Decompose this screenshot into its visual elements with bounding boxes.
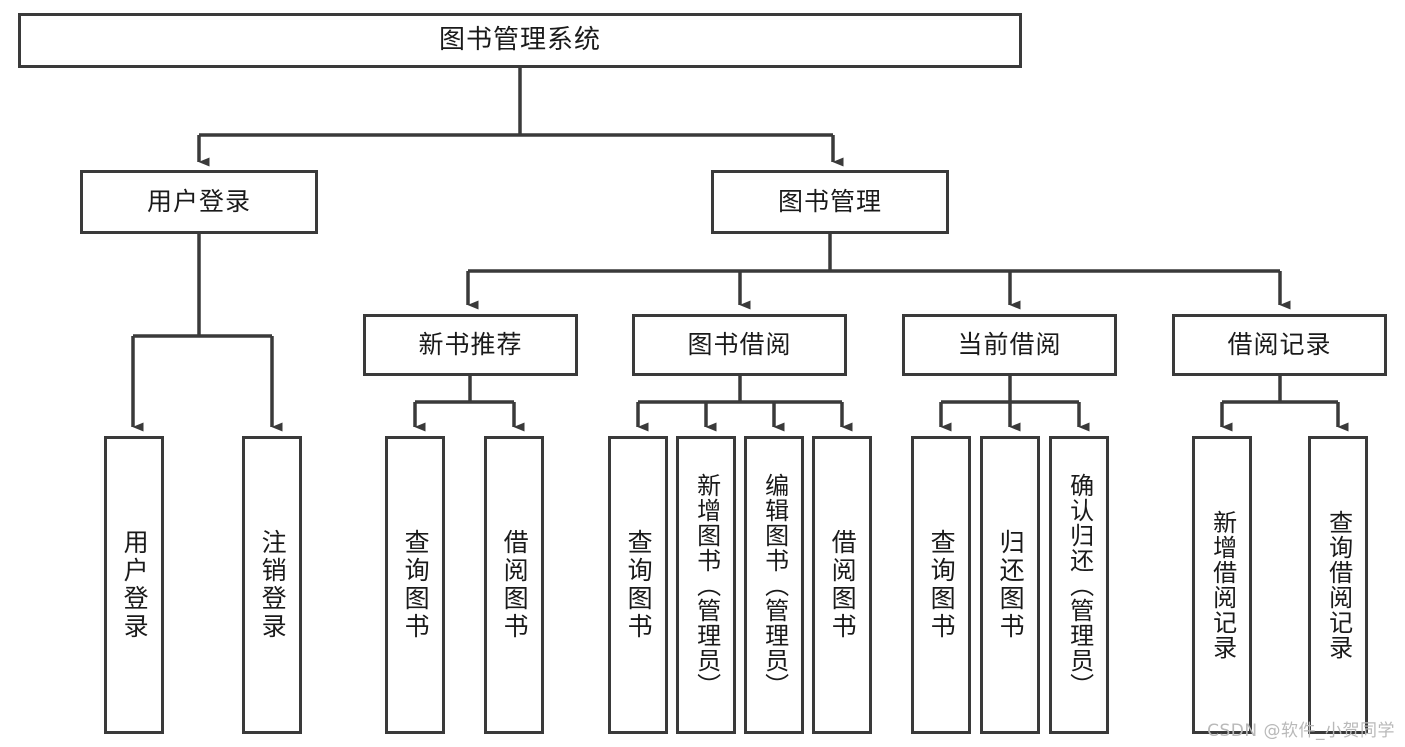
- csdn-watermark: CSDN @软件_小贺同学: [1207, 721, 1395, 741]
- node-label: 新书推荐: [418, 330, 523, 360]
- node-current-borrow[interactable]: 当前借阅: [902, 314, 1117, 376]
- node-label: 确认归还（管理员）: [1065, 472, 1094, 698]
- node-leaf-edit-book-admin[interactable]: 编辑图书（管理员）: [744, 436, 804, 734]
- node-label: 借阅图书: [828, 529, 858, 641]
- node-label: 借阅图书: [500, 529, 530, 641]
- node-label: 注销登录: [258, 529, 288, 641]
- node-label: 新增图书（管理员）: [692, 472, 721, 698]
- node-leaf-query-borrow-record[interactable]: 查询借阅记录: [1308, 436, 1368, 734]
- node-book-borrow[interactable]: 图书借阅: [632, 314, 847, 376]
- node-leaf-add-book-admin[interactable]: 新增图书（管理员）: [676, 436, 736, 734]
- node-new-book-recommend[interactable]: 新书推荐: [363, 314, 578, 376]
- node-leaf-logout[interactable]: 注销登录: [242, 436, 302, 734]
- node-leaf-return-book[interactable]: 归还图书: [980, 436, 1040, 734]
- node-label: 新增借阅记录: [1208, 510, 1237, 660]
- node-label: 图书借阅: [687, 330, 792, 360]
- node-root-system[interactable]: 图书管理系统: [18, 13, 1022, 68]
- node-label: 查询借阅记录: [1324, 510, 1353, 660]
- node-book-management[interactable]: 图书管理: [711, 170, 949, 234]
- node-label: 图书管理系统: [438, 25, 601, 56]
- node-leaf-user-login[interactable]: 用户登录: [104, 436, 164, 734]
- node-label: 用户登录: [120, 529, 150, 641]
- node-label: 借阅记录: [1227, 330, 1332, 360]
- node-label: 用户登录: [146, 187, 251, 217]
- node-leaf-query-book-borrow[interactable]: 查询图书: [608, 436, 668, 734]
- node-leaf-query-book-recommend[interactable]: 查询图书: [385, 436, 445, 734]
- node-label: 查询图书: [927, 529, 957, 641]
- node-leaf-confirm-return-admin[interactable]: 确认归还（管理员）: [1049, 436, 1109, 734]
- node-label: 当前借阅: [957, 330, 1062, 360]
- node-leaf-query-book-current[interactable]: 查询图书: [911, 436, 971, 734]
- node-label: 图书管理: [777, 187, 882, 217]
- node-leaf-add-borrow-record[interactable]: 新增借阅记录: [1192, 436, 1252, 734]
- node-label: 编辑图书（管理员）: [760, 472, 789, 698]
- node-user-login[interactable]: 用户登录: [80, 170, 318, 234]
- node-borrow-record[interactable]: 借阅记录: [1172, 314, 1387, 376]
- node-label: 归还图书: [996, 529, 1026, 641]
- node-label: 查询图书: [401, 529, 431, 641]
- node-leaf-borrow-book-recommend[interactable]: 借阅图书: [484, 436, 544, 734]
- node-label: 查询图书: [624, 529, 654, 641]
- node-leaf-borrow-book[interactable]: 借阅图书: [812, 436, 872, 734]
